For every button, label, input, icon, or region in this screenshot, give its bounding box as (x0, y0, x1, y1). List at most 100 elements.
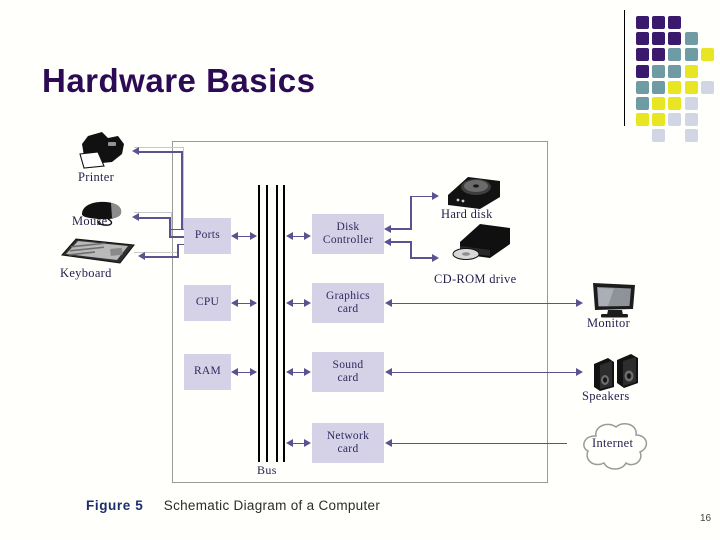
decorative-dot (668, 80, 682, 94)
decorative-dot (636, 48, 649, 62)
printer-icon (78, 132, 130, 172)
arrow-right (250, 299, 257, 307)
arrow-left (286, 368, 293, 376)
sound-card-label-line1: Sound (332, 358, 364, 371)
decorative-dot (652, 80, 666, 94)
arrow-right (304, 232, 311, 240)
keyboard-label: Keyboard (60, 266, 112, 280)
component-box-cpu[interactable]: CPU (184, 285, 231, 321)
arrow-to-printer (132, 147, 139, 155)
bus-graphics-card-link (293, 302, 309, 305)
arrow-right (304, 368, 311, 376)
component-box-ram[interactable]: RAM (184, 354, 231, 390)
ports-printer-link (181, 151, 183, 229)
decorative-dot (652, 16, 666, 29)
decorative-dot (636, 113, 649, 127)
decorative-dot-grid (624, 8, 720, 143)
page-number: 16 (700, 513, 712, 524)
arrow-left (286, 299, 293, 307)
disk-branch (410, 196, 412, 229)
arrow-right (304, 439, 311, 447)
bus-line (258, 185, 260, 462)
arrow-right (250, 232, 257, 240)
graphics-card-label-line1: Graphics (326, 289, 370, 302)
decorative-vertical-rule (624, 10, 625, 126)
decorative-dot (668, 48, 682, 62)
bus-disk-controller-link (293, 235, 309, 238)
keyboard-icon (60, 237, 136, 267)
decorative-dot (652, 113, 666, 127)
bus-ports-link (238, 235, 256, 238)
decorative-dot (668, 97, 682, 110)
arrow-to-speakers (576, 368, 583, 376)
sound-speakers-link (391, 371, 577, 374)
decorative-dot (700, 80, 714, 94)
component-box-network-card[interactable]: Network card (312, 423, 384, 463)
component-box-ports[interactable]: Ports (184, 218, 231, 254)
graphics-card-label-line2: card (337, 303, 359, 315)
bus-line (283, 185, 285, 462)
arrow-left (231, 232, 238, 240)
decorative-dot (636, 16, 649, 29)
decorative-dot (652, 32, 666, 46)
decorative-dot (684, 80, 698, 94)
bus-line (266, 185, 268, 462)
ports-mouse-link (139, 217, 171, 219)
disk-branch (388, 241, 412, 243)
figure-number: Figure 5 (86, 498, 144, 513)
component-box-graphics-card[interactable]: Graphics card (312, 283, 384, 323)
decorative-dot (700, 48, 714, 62)
arrow-left (231, 368, 238, 376)
bus-line (276, 185, 278, 462)
decorative-dot (684, 48, 698, 62)
arrow-into-graphics-card (385, 299, 392, 307)
mouse-icon (78, 200, 130, 226)
speakers-icon (592, 352, 640, 392)
mouse-label: Mouse (72, 214, 108, 228)
bus-ram-link (238, 371, 256, 374)
figure-caption-text: Schematic Diagram of a Computer (163, 498, 381, 513)
component-box-disk-controller[interactable]: Disk Controller (312, 214, 384, 254)
arrow-left (286, 232, 293, 240)
disk-branch (388, 228, 412, 230)
arrow-left (286, 439, 293, 447)
disk-controller-label-line2: Controller (322, 234, 374, 246)
decorative-dot (636, 64, 649, 78)
arrow-into-disk-controller (384, 237, 391, 246)
disk-branch (410, 257, 434, 259)
guide-line (183, 147, 184, 229)
cpu-box-label: CPU (195, 296, 220, 309)
decorative-dot (636, 97, 649, 110)
ports-keyboard-link (145, 256, 179, 258)
arrow-into-disk-controller (384, 224, 391, 233)
arrow-to-monitor (576, 299, 583, 307)
component-box-sound-card[interactable]: Sound card (312, 352, 384, 392)
decorative-dot (652, 64, 666, 78)
cd-rom-drive-icon (450, 222, 512, 264)
monitor-label: Monitor (587, 316, 631, 330)
internet-cloud-icon (578, 420, 652, 472)
disk-branch (410, 195, 434, 198)
ram-box-label: RAM (193, 365, 222, 378)
decorative-dot (636, 80, 649, 94)
graphics-monitor-link (391, 302, 577, 305)
guide-line (134, 147, 184, 148)
hard-disk-icon (444, 171, 504, 211)
guide-line (134, 252, 178, 253)
system-unit-boundary (172, 141, 548, 483)
ports-mouse-link (169, 236, 192, 238)
bus-label: Bus (257, 463, 277, 477)
decorative-dot (684, 129, 698, 143)
decorative-dot (684, 64, 698, 78)
monitor-icon (590, 281, 638, 319)
decorative-dot (652, 48, 666, 62)
arrow-into-network-card (385, 439, 392, 447)
guide-line (134, 212, 172, 213)
ports-mouse-link (169, 217, 171, 236)
arrow-to-hard-disk (432, 192, 439, 200)
bus-sound-card-link (293, 371, 309, 374)
printer-label: Printer (78, 170, 115, 184)
hard-disk-label: Hard disk (441, 207, 493, 221)
decorative-dot (652, 129, 666, 143)
disk-controller-label-line1: Disk (336, 220, 360, 233)
